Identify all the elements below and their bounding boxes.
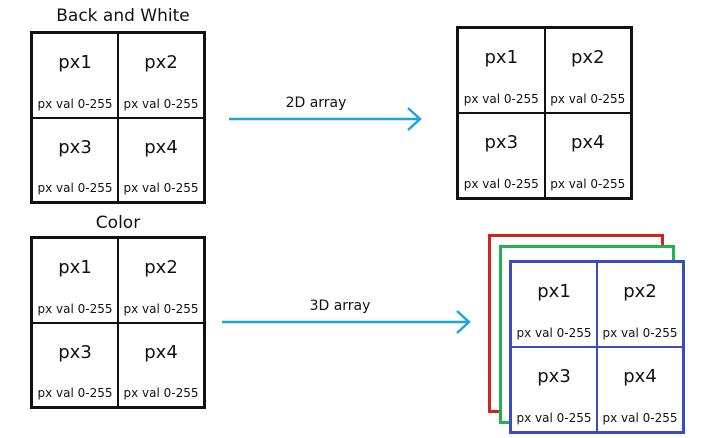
pixel-cell-4: px4 px val 0-255 xyxy=(118,117,204,202)
pixel-label: px2 xyxy=(570,47,605,69)
pixel-label: px4 xyxy=(144,136,178,158)
pixel-value: px val 0-255 xyxy=(37,96,113,111)
pixel-cell-4: px4 px val 0-255 xyxy=(597,347,683,432)
pixel-label: px2 xyxy=(623,281,657,303)
pixel-cell-1: px1 px val 0-255 xyxy=(458,28,545,113)
pixel-label: px1 xyxy=(537,281,571,303)
pixel-value: px val 0-255 xyxy=(123,181,199,195)
pixel-label: px3 xyxy=(484,132,519,154)
pixel-label: px4 xyxy=(144,341,178,363)
pixel-label: px1 xyxy=(58,257,92,279)
pixel-cell-2: px2 px val 0-255 xyxy=(118,33,204,118)
pixel-label: px4 xyxy=(570,132,605,154)
blue-channel-grid: px1 px val 0-255 px2 px val 0-255 px3 px va… xyxy=(509,260,685,434)
pixel-cell-3: px3 px val 0-255 xyxy=(511,347,597,432)
pixel-cell-2: px2 px val 0-255 xyxy=(544,28,631,113)
pixel-label: px1 xyxy=(58,52,92,74)
arrow-3d-label: 3D array xyxy=(309,298,371,314)
pixel-value: px val 0-255 xyxy=(550,92,626,106)
color-title: Color xyxy=(95,213,141,233)
pixel-cell-3: px3 px val 0-255 xyxy=(32,117,118,202)
pixel-value: px val 0-255 xyxy=(516,326,592,340)
arrow-3d xyxy=(222,310,471,334)
pixel-label: px2 xyxy=(144,257,178,279)
arrow-2d xyxy=(229,107,422,131)
pixel-cell-1: px1 px val 0-255 xyxy=(32,33,118,118)
bw-title: Back and White xyxy=(56,6,190,26)
pixel-label: px3 xyxy=(58,341,92,363)
color-pixel-grid: px1 px val 0-255 px2 px val 0-255 px3 px va… xyxy=(30,236,206,409)
pixel-value: px val 0-255 xyxy=(123,386,199,400)
pixel-value: px val 0-255 xyxy=(37,386,113,400)
pixel-cell-1: px1 px val 0-255 xyxy=(32,238,118,323)
pixel-cell-3: px3 px val 0-255 xyxy=(458,113,545,198)
array-2d-grid: px1 px val 0-255 px2 px val 0-255 px3 px va… xyxy=(456,26,633,200)
bw-pixel-grid: px1 px val 0-255 px2 px val 0-255 px3 px va… xyxy=(30,31,206,204)
pixel-label: px3 xyxy=(58,136,92,158)
pixel-value: px val 0-255 xyxy=(123,301,199,316)
pixel-cell-3: px3 px val 0-255 xyxy=(32,322,118,407)
pixel-value: px val 0-255 xyxy=(37,181,113,195)
pixel-cell-2: px2 px val 0-255 xyxy=(597,262,683,347)
pixel-label: px4 xyxy=(623,366,657,388)
pixel-label: px2 xyxy=(144,52,178,74)
pixel-value: px val 0-255 xyxy=(37,301,113,316)
pixel-value: px val 0-255 xyxy=(550,177,626,191)
pixel-label: px1 xyxy=(484,47,519,69)
pixel-value: px val 0-255 xyxy=(463,177,539,191)
pixel-cell-4: px4 px val 0-255 xyxy=(118,322,204,407)
pixel-cell-1: px1 px val 0-255 xyxy=(511,262,597,347)
pixel-value: px val 0-255 xyxy=(602,326,678,340)
pixel-value: px val 0-255 xyxy=(602,411,678,425)
pixel-value: px val 0-255 xyxy=(123,96,199,111)
pixel-value: px val 0-255 xyxy=(516,411,592,425)
pixel-value: px val 0-255 xyxy=(463,92,539,106)
arrow-2d-label: 2D array xyxy=(285,95,347,111)
pixel-cell-4: px4 px val 0-255 xyxy=(544,113,631,198)
pixel-label: px3 xyxy=(537,366,571,388)
pixel-cell-2: px2 px val 0-255 xyxy=(118,238,204,323)
